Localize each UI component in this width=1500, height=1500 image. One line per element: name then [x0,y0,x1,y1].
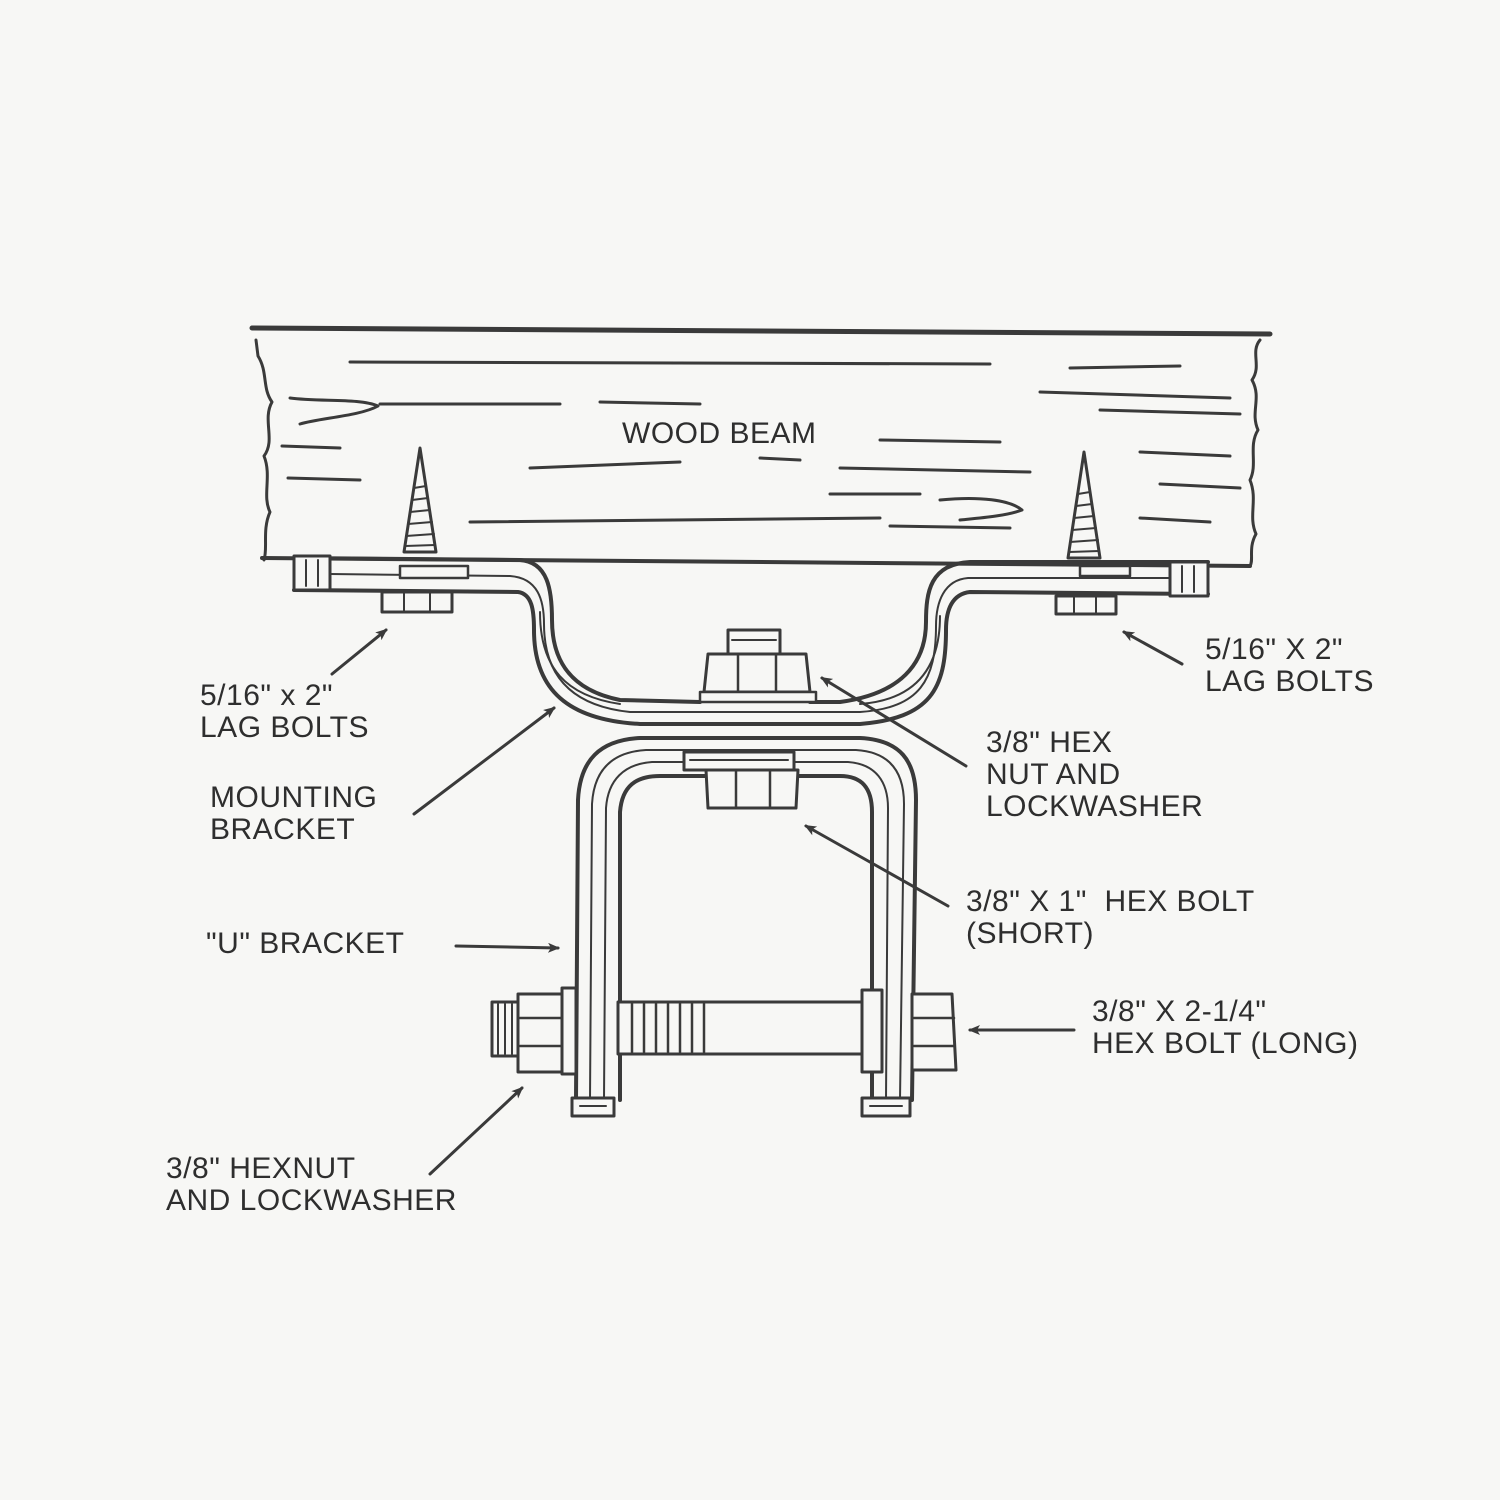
mounting-bracket [292,554,1210,726]
long-hex-bolt [616,988,958,1074]
label-wood-beam: WOOD BEAM [622,417,817,450]
label-lag-bolts-right: 5/16" X 2" LAG BOLTS [1205,633,1375,698]
label-mounting-bracket: MOUNTING BRACKET [210,781,378,846]
short-hex-bolt [682,750,800,810]
label-hex-nut-lockwasher-top: 3/8" HEX NUT AND LOCKWASHER [986,726,1204,823]
label-hexnut-lockwasher-bottom: 3/8" HEXNUT AND LOCKWASHER [166,1152,457,1217]
arrow-hexnut-bottom [428,1086,524,1176]
arrow-hex-bolt-short [804,824,950,908]
u-bracket [570,736,918,1118]
label-hex-bolt-short: 3/8" X 1" HEX BOLT (SHORT) [966,885,1255,950]
arrow-lag-bolts-left [330,628,388,676]
callout-arrows [330,628,1184,1176]
label-u-bracket: "U" BRACKET [206,927,405,960]
label-lag-bolts-left: 5/16" x 2" LAG BOLTS [200,679,370,744]
arrow-hex-nut-top [820,676,968,768]
arrow-u-bracket [454,942,560,953]
label-hex-bolt-long: 3/8" X 2-1/4" HEX BOLT (LONG) [1092,995,1359,1060]
arrow-mounting-bracket [412,706,556,816]
arrow-lag-bolts-right [1122,630,1184,666]
top-hex-nut [698,628,818,704]
bottom-hex-nut [490,986,578,1076]
